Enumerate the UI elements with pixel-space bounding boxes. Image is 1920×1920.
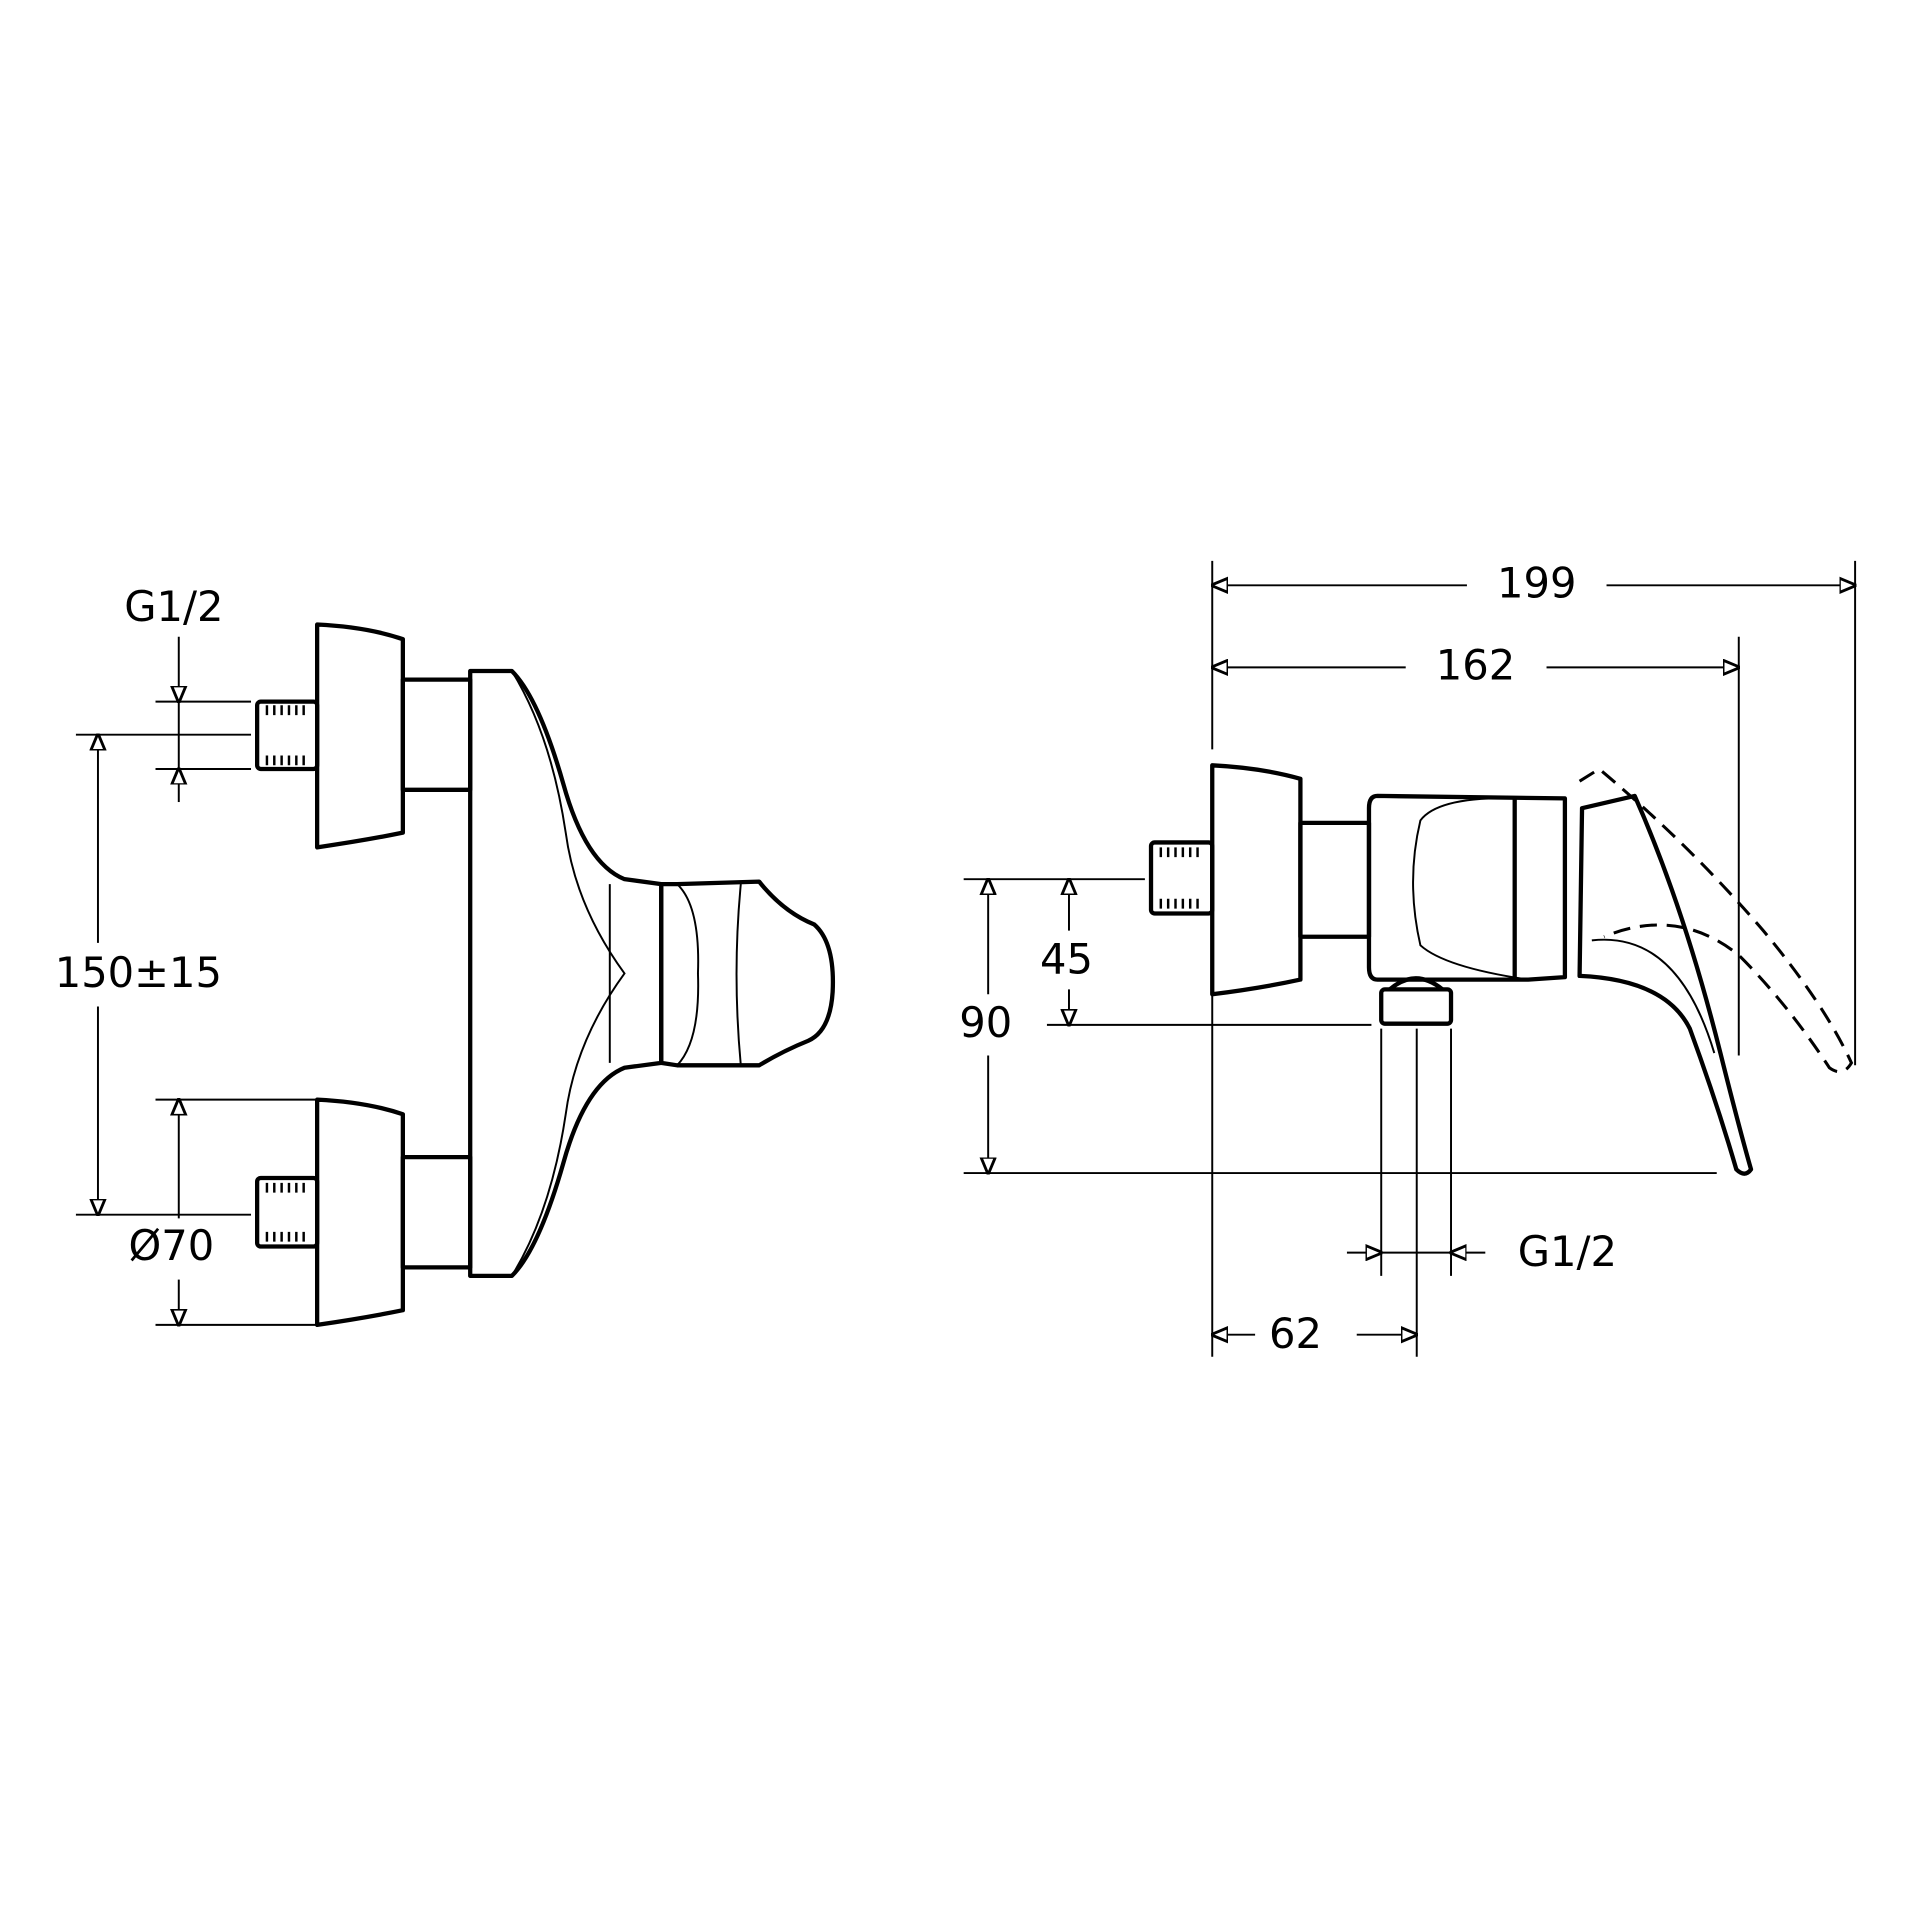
front-dimensions: G1/2 150±15 Ø70 [55,582,318,1325]
side-body [1366,793,1568,982]
front-view [255,622,836,1328]
lower-thread-marks [265,1182,305,1242]
body-inner-curve [511,670,626,1277]
upper-thread-marks [265,705,305,766]
thread-label-front: G1/2 [124,582,223,631]
lower-inlet-pipe [400,1155,473,1270]
lever-inner-line [1591,938,1716,1054]
upper-thread-nipple [255,699,320,772]
inlet-height-label: 45 [1040,934,1093,983]
side-thread-nipple [1148,840,1215,916]
upper-escutcheon [315,622,406,850]
inlet-spacing-label: 150±15 [55,948,222,997]
outlet-nut [1379,987,1454,1026]
lower-escutcheon [315,1097,406,1328]
side-dimensions: 199 162 45 90 G1/2 62 [959,559,1855,1358]
lever-height-label: 90 [959,998,1012,1047]
side-body-inner [1412,797,1529,981]
lever-handle [1577,793,1754,1176]
side-view [1148,763,1854,1176]
side-escutcheon [1210,763,1303,997]
upper-inlet-pipe [400,677,473,792]
control-knob [659,879,836,1068]
side-inlet-pipe [1298,820,1372,939]
lower-thread-nipple [255,1175,320,1249]
knob-collar [676,883,742,1066]
outlet-thread-label: G1/2 [1518,1227,1617,1276]
lever-alternate-position [1578,767,1854,1074]
outlet-neck [1387,976,1445,992]
overall-length-label: 199 [1497,559,1576,608]
mixer-body [468,668,664,1279]
lever-length-label: 162 [1436,641,1515,690]
escutcheon-diameter-label: Ø70 [129,1221,215,1270]
side-thread-marks [1159,847,1199,909]
outlet-offset-label: 62 [1269,1309,1322,1358]
